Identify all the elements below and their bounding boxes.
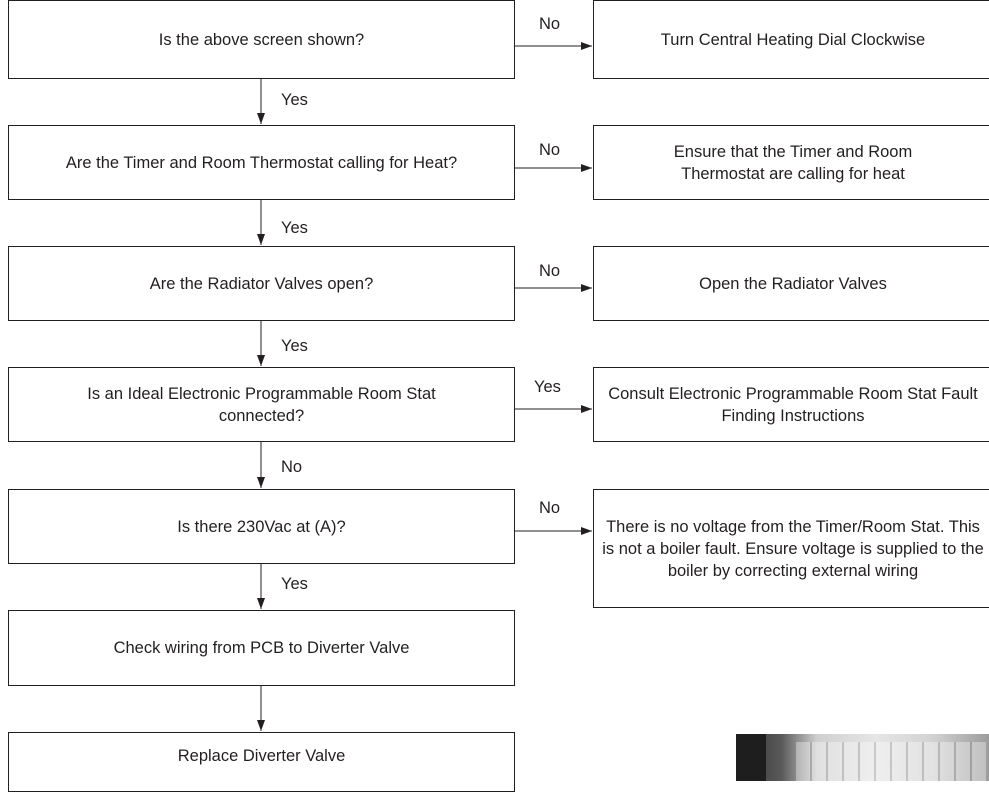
step-text: Check wiring from PCB to Diverter Valve xyxy=(113,639,410,657)
action-box-turn-dial: Turn Central Heating Dial Clockwise xyxy=(593,0,989,79)
branch-label-q3-down: Yes xyxy=(281,337,308,355)
branch-label-q5-right: No xyxy=(539,499,561,517)
question-text: Are the Radiator Valves open? xyxy=(149,274,374,293)
branch-label-q3-right: No xyxy=(539,262,561,280)
question-text: Is an Ideal Electronic Programmable Room… xyxy=(87,384,436,425)
action-text: Open the Radiator Valves xyxy=(699,274,887,293)
action-box-consult-instructions: Consult Electronic Programmable Room Sta… xyxy=(593,367,989,442)
boiler-photo xyxy=(736,734,989,781)
branch-label-q4-right: Yes xyxy=(534,378,561,396)
action-box-open-valves: Open the Radiator Valves xyxy=(593,246,989,321)
branch-label-q1-right: No xyxy=(539,15,561,33)
branch-label-q2-down: Yes xyxy=(281,219,308,237)
action-box-ensure-calling: Ensure that the Timer and Room Thermosta… xyxy=(593,125,989,200)
step-text: Replace Diverter Valve xyxy=(177,747,346,765)
question-box-screen-shown: Is the above screen shown? xyxy=(8,0,515,79)
branch-label-q4-down: No xyxy=(281,458,303,476)
question-box-room-stat-connected: Is an Ideal Electronic Programmable Room… xyxy=(8,367,515,442)
question-text: Are the Timer and Room Thermostat callin… xyxy=(65,153,458,172)
question-box-230vac: Is there 230Vac at (A)? xyxy=(8,489,515,564)
question-text: Is the above screen shown? xyxy=(158,30,365,49)
branch-label-q1-down: Yes xyxy=(281,91,308,109)
action-text: Consult Electronic Programmable Room Sta… xyxy=(608,384,978,425)
question-text: Is there 230Vac at (A)? xyxy=(177,517,346,536)
step-box-check-wiring: Check wiring from PCB to Diverter Valve xyxy=(8,610,515,686)
action-text: Turn Central Heating Dial Clockwise xyxy=(660,30,926,49)
branch-label-q2-right: No xyxy=(539,141,561,159)
question-box-radiator-valves: Are the Radiator Valves open? xyxy=(8,246,515,321)
question-box-timer-thermostat: Are the Timer and Room Thermostat callin… xyxy=(8,125,515,200)
step-box-replace-valve: Replace Diverter Valve xyxy=(8,732,515,792)
action-text: There is no voltage from the Timer/Room … xyxy=(602,517,984,580)
action-box-no-voltage: There is no voltage from the Timer/Room … xyxy=(593,489,989,608)
action-text: Ensure that the Timer and Room Thermosta… xyxy=(673,142,913,183)
branch-label-q5-down: Yes xyxy=(281,575,308,593)
